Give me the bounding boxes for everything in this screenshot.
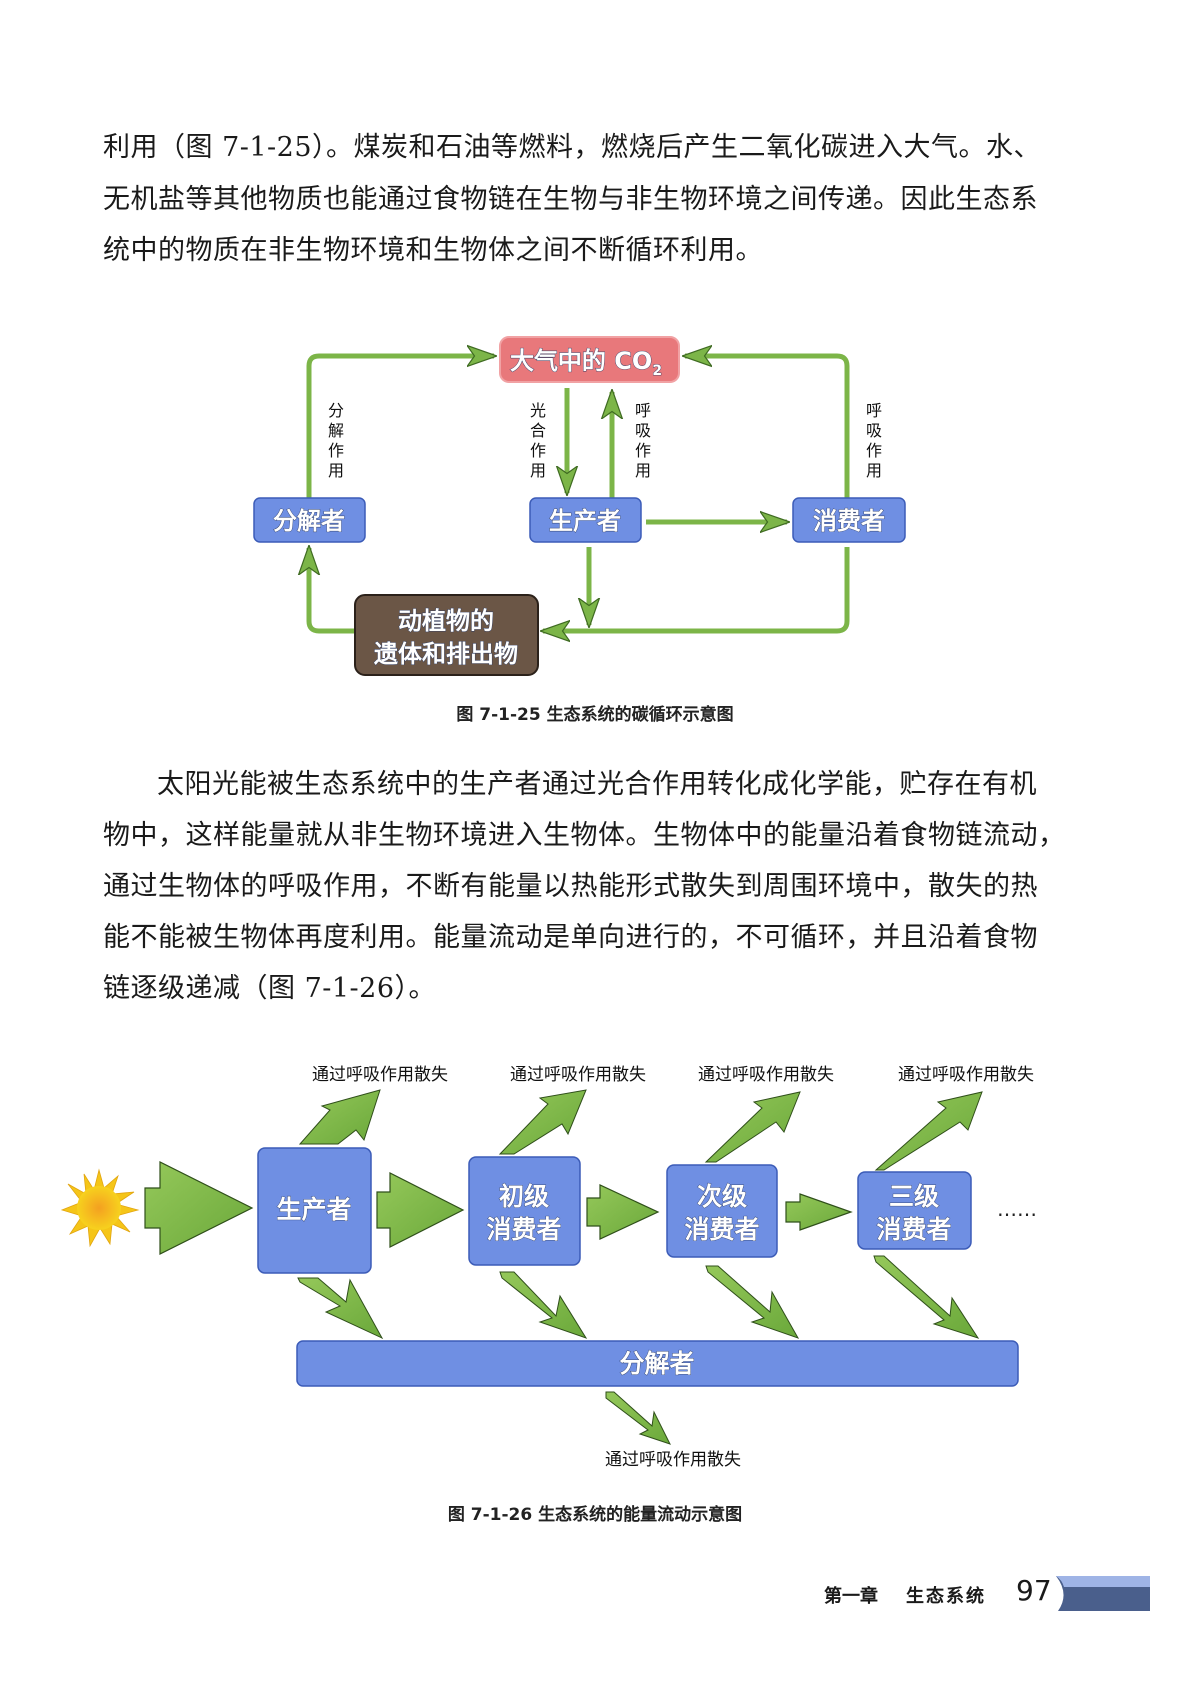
loss-label: 通过呼吸作用散失 bbox=[898, 1065, 1034, 1085]
co2-label: 大气中的 CO2 bbox=[510, 347, 662, 379]
producer-to-primary-arrow bbox=[376, 1172, 465, 1248]
svg-text:呼: 呼 bbox=[635, 401, 651, 420]
producer-box bbox=[529, 497, 642, 543]
decomposer-box bbox=[253, 497, 366, 543]
sun-icon bbox=[60, 1168, 140, 1248]
tertiary-consumer-box bbox=[857, 1171, 972, 1250]
secondary-to-tertiary-arrow bbox=[785, 1193, 853, 1231]
tertiary-consumer-label-line2: 消费者 bbox=[876, 1215, 951, 1244]
svg-text:作: 作 bbox=[328, 441, 344, 460]
primary-consumer-box bbox=[468, 1156, 581, 1266]
secondary-loss-arrow bbox=[704, 1091, 801, 1163]
consumer-respiration-arrow bbox=[685, 356, 850, 498]
tertiary-to-decomposer-arrow bbox=[873, 1255, 980, 1339]
svg-text:解: 解 bbox=[328, 421, 344, 440]
loss-label: 通过呼吸作用散失 bbox=[510, 1065, 646, 1085]
figure-caption-energy-flow: 图 7-1-26 生态系统的能量流动示意图 bbox=[447, 1505, 743, 1525]
paragraph-2-line: 物中，这样能量就从非生物环境进入生物体。生物体中的能量沿着食物链流动， bbox=[103, 820, 1066, 851]
co2-box bbox=[499, 336, 680, 383]
paragraph-2-line: 能不能被生物体再度利用。能量流动是单向进行的，不可循环，并且沿着食物 bbox=[103, 922, 1038, 953]
remains-box bbox=[354, 594, 539, 676]
svg-text:作: 作 bbox=[530, 441, 546, 460]
svg-text:用: 用 bbox=[866, 461, 882, 480]
svg-text:作: 作 bbox=[635, 441, 651, 460]
svg-text:用: 用 bbox=[530, 461, 546, 480]
remains-label-line1: 动植物的 bbox=[398, 607, 494, 635]
primary-consumer-label-line1: 初级 bbox=[499, 1182, 549, 1211]
ellipsis: …… bbox=[997, 1197, 1037, 1221]
producer-label: 生产者 bbox=[276, 1195, 351, 1224]
primary-to-decomposer-arrow bbox=[499, 1271, 588, 1339]
page-number: 97 bbox=[1016, 1574, 1052, 1607]
paragraph-2-line: 链逐级递减（图 7-1-26）。 bbox=[103, 973, 437, 1004]
decomposer-label: 分解者 bbox=[619, 1349, 694, 1378]
footer-section: 生态系统 bbox=[906, 1586, 986, 1607]
decomposition-arrow bbox=[306, 356, 494, 498]
svg-text:作: 作 bbox=[866, 441, 882, 460]
svg-text:呼: 呼 bbox=[866, 401, 882, 420]
consumer-label: 消费者 bbox=[813, 507, 885, 535]
secondary-to-decomposer-arrow bbox=[705, 1265, 800, 1339]
svg-text:用: 用 bbox=[635, 461, 651, 480]
tertiary-loss-arrow bbox=[874, 1091, 983, 1171]
footer-chapter: 第一章 bbox=[824, 1586, 878, 1607]
consumer-respiration-label: 呼 吸 作 用 bbox=[866, 401, 882, 480]
decomposer-loss-label: 通过呼吸作用散失 bbox=[605, 1450, 741, 1470]
producer-to-decomposer-arrow bbox=[297, 1277, 384, 1340]
paragraph-1-line: 利用（图 7-1-25）。煤炭和石油等燃料，燃烧后产生二氧化碳进入大气。水、 bbox=[103, 132, 1042, 163]
producer-label: 生产者 bbox=[549, 507, 621, 535]
remains-label-line2: 遗体和排出物 bbox=[373, 640, 518, 668]
decomposer-loss-arrow bbox=[605, 1391, 671, 1445]
figure-caption-carbon-cycle: 图 7-1-25 生态系统的碳循环示意图 bbox=[456, 705, 734, 725]
paragraph-1-line: 统中的物质在非生物环境和生物体之间不断循环利用。 bbox=[103, 235, 763, 266]
svg-text:用: 用 bbox=[328, 461, 344, 480]
decomposer-bar bbox=[296, 1340, 1019, 1387]
photosynthesis-label: 光 合 作 用 bbox=[530, 401, 546, 480]
producer-respiration-label: 呼 吸 作 用 bbox=[635, 401, 651, 480]
producer-box bbox=[257, 1147, 372, 1274]
decomposition-label: 分 解 作 用 bbox=[328, 401, 344, 480]
secondary-consumer-label-line1: 次级 bbox=[697, 1182, 747, 1211]
svg-text:光: 光 bbox=[530, 401, 546, 420]
loss-label: 通过呼吸作用散失 bbox=[698, 1065, 834, 1085]
primary-consumer-label-line2: 消费者 bbox=[486, 1215, 561, 1244]
svg-text:合: 合 bbox=[530, 421, 546, 440]
svg-text:吸: 吸 bbox=[866, 421, 882, 440]
svg-text:分: 分 bbox=[328, 401, 344, 420]
svg-text:吸: 吸 bbox=[635, 421, 651, 440]
paragraph-1-line: 无机盐等其他物质也能通过食物链在生物与非生物环境之间传递。因此生态系 bbox=[103, 184, 1038, 215]
primary-loss-arrow bbox=[498, 1089, 587, 1155]
producer-loss-arrow bbox=[298, 1089, 381, 1145]
loss-label: 通过呼吸作用散失 bbox=[312, 1065, 448, 1085]
consumer-box bbox=[792, 497, 906, 543]
paragraph-2-line: 太阳光能被生态系统中的生产者通过光合作用转化成化学能，贮存在有机 bbox=[157, 769, 1037, 800]
secondary-consumer-box bbox=[666, 1164, 778, 1258]
remains-to-decomposer-arrow bbox=[309, 548, 354, 634]
primary-to-secondary-arrow bbox=[586, 1184, 660, 1240]
tertiary-consumer-label-line1: 三级 bbox=[889, 1182, 939, 1211]
sun-to-producer-arrow bbox=[144, 1161, 254, 1255]
decomposer-label: 分解者 bbox=[273, 507, 345, 535]
consumer-to-remains-arrow bbox=[543, 547, 850, 631]
secondary-consumer-label-line2: 消费者 bbox=[684, 1215, 759, 1244]
paragraph-2-line: 通过生物体的呼吸作用，不断有能量以热能形式散失到周围环境中，散失的热 bbox=[103, 871, 1038, 902]
